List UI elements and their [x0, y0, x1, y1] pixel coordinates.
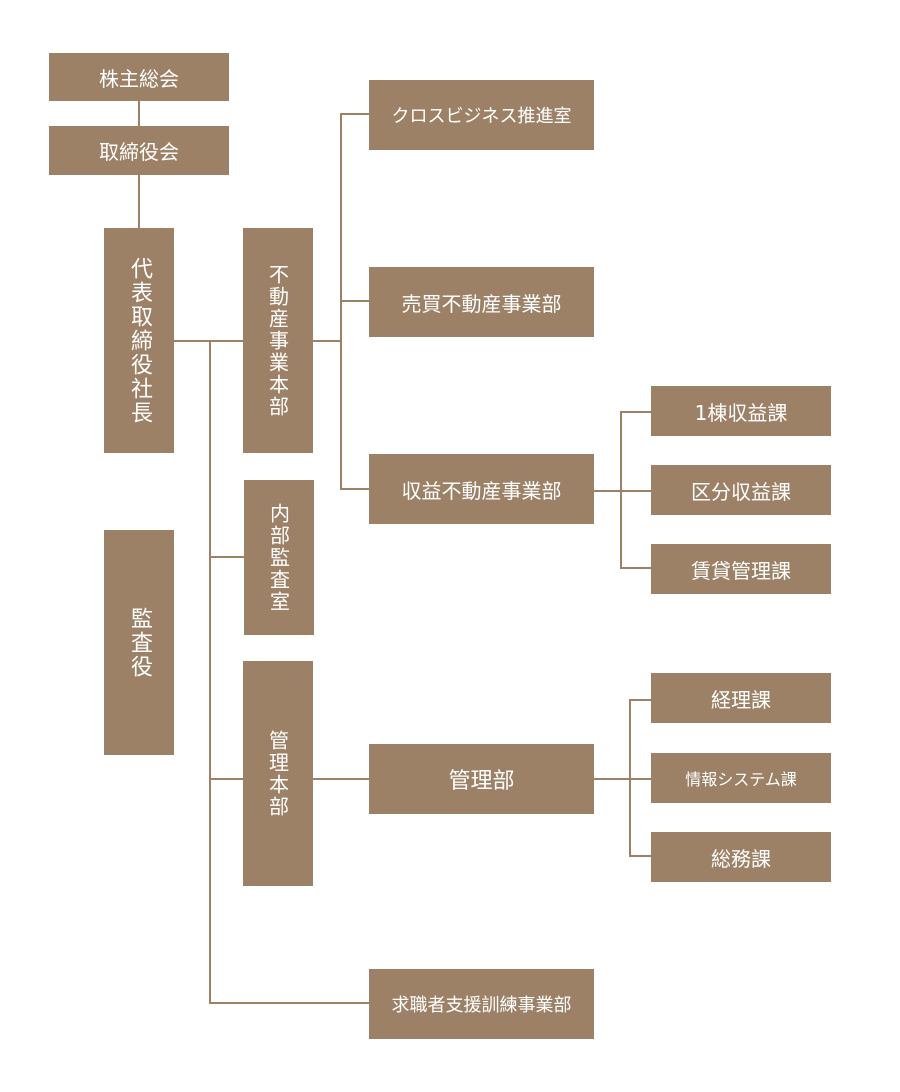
node-president: 代表取締役社長: [104, 228, 174, 453]
connector-accounting: [629, 699, 651, 701]
connector-re-hq-out: [313, 340, 341, 342]
node-income-property-dept: 収益不動産事業部: [369, 454, 594, 524]
node-accounting-section: 経理課: [651, 673, 831, 723]
connector-president-branch: [174, 340, 243, 342]
connector-admin-out: [594, 778, 651, 780]
node-real-estate-hq: 不動産事業本部: [243, 228, 313, 453]
connector-income-property: [340, 488, 369, 490]
node-cross-business: クロスビジネス推進室: [369, 80, 594, 150]
connector-one-building: [620, 411, 651, 413]
connector-leasing: [620, 567, 651, 569]
connector-admin-hq: [209, 778, 243, 780]
connector-job-support: [209, 1002, 369, 1004]
connector-internal-audit: [209, 556, 244, 558]
node-general-affairs-section: 総務課: [651, 832, 831, 882]
connector-admin-dept: [313, 778, 369, 780]
connector-shareholders-board: [138, 101, 140, 126]
node-admin-hq: 管理本部: [243, 661, 313, 886]
node-board-of-directors: 取締役会: [49, 126, 229, 175]
node-shareholders-meeting: 株主総会: [49, 53, 229, 101]
node-admin-dept: 管理部: [369, 744, 594, 814]
node-auditor: 監査役: [104, 530, 174, 755]
node-trading-dept: 売買不動産事業部: [369, 267, 594, 337]
connector-admin-trunk: [629, 699, 631, 857]
node-internal-audit: 内部監査室: [244, 480, 314, 635]
connector-income-trunk: [620, 411, 622, 569]
node-info-systems-section: 情報システム課: [651, 753, 831, 803]
connector-board-president: [138, 175, 140, 228]
connector-main-trunk: [209, 340, 211, 1004]
node-compartment-section: 区分収益課: [651, 465, 831, 515]
connector-income-out: [594, 490, 651, 492]
connector-cross-business: [340, 113, 369, 115]
node-one-building-section: 1棟収益課: [651, 386, 831, 436]
connector-general-affairs: [629, 855, 651, 857]
node-leasing-section: 賃貸管理課: [651, 544, 831, 594]
connector-trading: [340, 300, 369, 302]
node-job-support-dept: 求職者支援訓練事業部: [369, 969, 594, 1039]
